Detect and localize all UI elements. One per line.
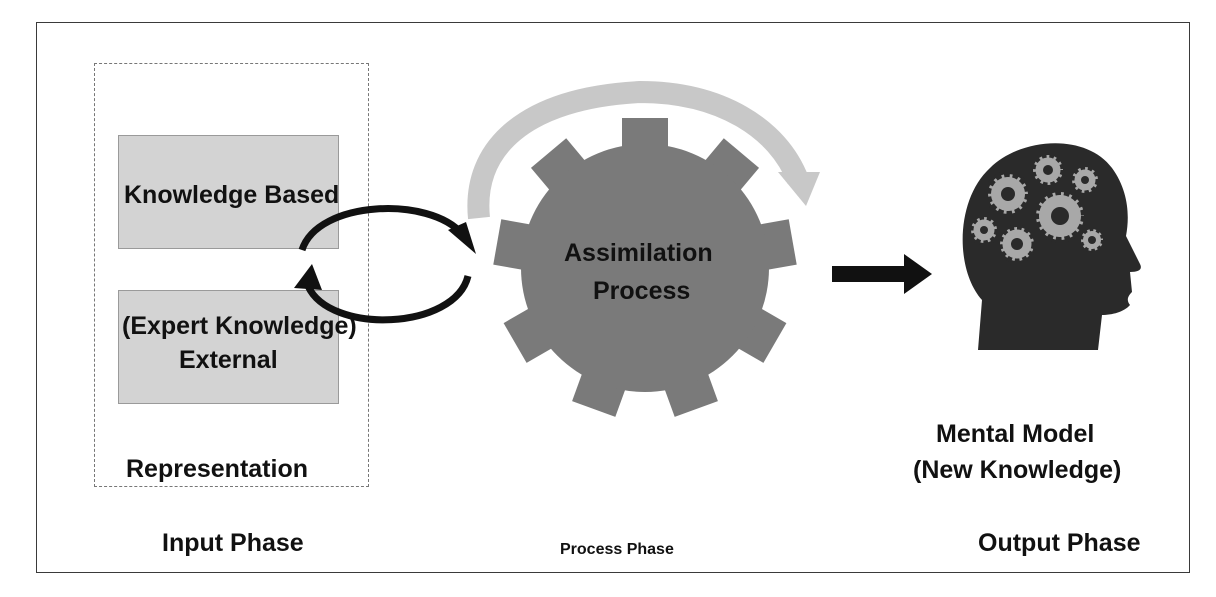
gear-icon xyxy=(493,118,797,417)
input-phase-label: Input Phase xyxy=(162,529,304,557)
process-phase-label: Process Phase xyxy=(560,541,674,558)
assimilation-label: Assimilation xyxy=(564,239,713,267)
head-with-gears-icon xyxy=(962,143,1141,350)
external-label: External xyxy=(179,346,278,374)
expert-knowledge-label: (Expert Knowledge) xyxy=(122,312,357,340)
cycle-arrows-icon xyxy=(294,205,476,324)
curved-arrow-icon xyxy=(467,80,820,220)
external-knowledge-box xyxy=(118,290,339,404)
output-phase-label: Output Phase xyxy=(978,529,1141,557)
knowledge-based-box xyxy=(118,135,339,249)
input-dashed-container xyxy=(94,63,369,487)
knowledge-based-label: Knowledge Based xyxy=(124,181,340,209)
new-knowledge-label: (New Knowledge) xyxy=(913,456,1122,484)
right-arrow-icon xyxy=(832,254,932,294)
diagram-frame xyxy=(36,22,1190,573)
mental-model-label: Mental Model xyxy=(936,420,1095,448)
process-label: Process xyxy=(593,277,691,305)
representation-label: Representation xyxy=(126,455,308,483)
